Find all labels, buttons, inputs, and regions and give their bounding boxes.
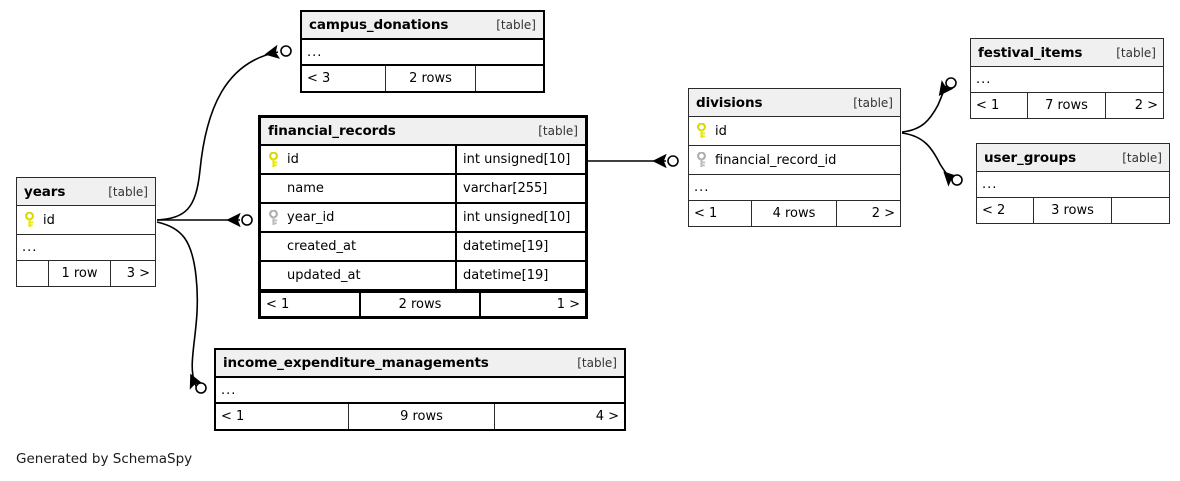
table-row[interactable]: name varchar[255] [261,175,585,204]
table-row[interactable]: id int unsigned[10] [261,146,585,175]
footer-row-count: 3 rows [1034,198,1112,223]
footer-row-count: 4 rows [752,201,837,226]
column-name: created_at [287,239,357,254]
primary-key-icon [269,151,278,167]
table-row[interactable]: id [689,117,900,146]
table-row[interactable]: year_id int unsigned[10] [261,204,585,233]
edge-endpoint-zero-divisions [667,155,679,167]
table-tag: [table] [577,356,617,370]
table-node-festival-items[interactable]: festival_items [table] ... < 1 7 rows 2 … [970,38,1164,119]
primary-key-icon [25,212,34,227]
footer-row-count: 1 row [49,261,111,286]
table-tag: [table] [538,124,578,138]
edge-divisions-user-groups [901,132,959,187]
table-more-columns-indicator: ... [977,172,1169,198]
table-row[interactable]: id [17,206,155,235]
table-footer-festival-items: < 1 7 rows 2 > [971,93,1163,118]
table-tag: [table] [853,95,893,110]
column-name: financial_record_id [715,152,837,168]
edge-endpoint-zero-user-groups [951,174,963,186]
footer-parents-count[interactable]: < 1 [971,93,1028,118]
footer-children-count[interactable]: 3 > [126,266,150,281]
table-title: financial_records [268,123,396,139]
table-footer-years: 1 row 3 > [17,261,155,286]
edge-divisions-festival-items [901,80,954,133]
table-node-campus-donations[interactable]: campus_donations [table] ... < 3 2 rows [300,10,545,93]
table-header-financial-records: financial_records [table] [261,118,585,146]
foreign-key-icon [697,152,706,167]
table-more-columns-indicator: ... [689,175,900,201]
table-footer-user-groups: < 2 3 rows [977,198,1169,223]
table-node-financial-records[interactable]: financial_records [table] id int unsigne… [258,115,588,319]
primary-key-icon [697,123,706,138]
footer-row-count: 2 rows [386,66,476,91]
edge-endpoint-zero-income-expenditure [195,382,207,394]
edge-years-income-expenditure [156,221,203,390]
footer-row-count: 9 rows [349,404,495,429]
table-title: years [24,183,66,200]
footer-parents-count[interactable]: < 1 [261,293,361,316]
table-title: divisions [696,94,763,111]
edge-endpoint-zero-financial-records [241,214,253,226]
table-footer-campus-donations: < 3 2 rows [302,66,543,91]
table-more-columns-indicator: ... [302,40,543,66]
footer-parents-count[interactable]: < 2 [977,198,1034,223]
column-name: id [715,123,727,139]
column-name: name [287,181,324,196]
table-header-user-groups: user_groups [table] [977,144,1169,172]
table-header-years: years [table] [17,178,155,206]
footer-children-count[interactable]: 4 > [595,409,619,424]
footer-children-count[interactable]: 2 > [871,206,895,221]
edge-endpoint-zero-festival-items [945,77,957,89]
table-title: income_expenditure_managements [223,355,489,371]
table-more-columns-indicator: ... [17,235,155,261]
table-header-campus-donations: campus_donations [table] [302,12,543,40]
table-row[interactable]: updated_at datetime[19] [261,262,585,291]
footer-parents-count[interactable]: < 1 [216,404,349,429]
edge-endpoint-zero-campus-donations [280,45,292,57]
table-footer-divisions: < 1 4 rows 2 > [689,201,900,226]
table-header-divisions: divisions [table] [689,89,900,117]
column-type: int unsigned[10] [455,146,585,173]
foreign-key-icon [269,209,278,225]
column-type: datetime[19] [455,233,585,260]
column-type: int unsigned[10] [455,204,585,231]
footer-parents-count[interactable] [17,261,49,286]
footer-children-count[interactable] [1112,198,1169,223]
table-more-columns-indicator: ... [216,378,624,404]
column-type: datetime[19] [455,262,585,289]
table-node-user-groups[interactable]: user_groups [table] ... < 2 3 rows [976,143,1170,224]
footer-children-count[interactable] [476,66,543,91]
table-tag: [table] [496,18,536,32]
table-tag: [table] [1116,45,1156,60]
table-row[interactable]: financial_record_id [689,146,900,175]
column-type: varchar[255] [455,175,585,202]
footer-parents-count[interactable]: < 3 [302,66,386,91]
table-title: campus_donations [309,17,449,33]
table-more-columns-indicator: ... [971,67,1163,93]
footer-children-count[interactable]: 1 > [556,297,580,312]
footer-parents-count[interactable]: < 1 [689,201,752,226]
generator-credit: Generated by SchemaSpy [16,451,193,467]
column-name: year_id [287,210,335,225]
footer-row-count: 7 rows [1028,93,1106,118]
table-header-festival-items: festival_items [table] [971,39,1163,67]
column-name: id [287,152,299,167]
table-footer-income-expenditure-managements: < 1 9 rows 4 > [216,404,624,429]
table-header-income-expenditure-managements: income_expenditure_managements [table] [216,350,624,378]
table-node-income-expenditure-managements[interactable]: income_expenditure_managements [table] .… [214,348,626,431]
table-node-divisions[interactable]: divisions [table] id [688,88,901,227]
footer-row-count: 2 rows [361,293,481,316]
table-node-years[interactable]: years [table] id ... 1 row 3 > [16,177,156,287]
column-name: updated_at [287,268,361,283]
table-title: festival_items [978,44,1083,61]
table-tag: [table] [108,184,148,199]
table-title: user_groups [984,149,1077,166]
footer-children-count[interactable]: 2 > [1134,98,1158,113]
column-name: id [43,212,55,228]
table-row[interactable]: created_at datetime[19] [261,233,585,262]
table-tag: [table] [1122,150,1162,165]
table-footer-financial-records: < 1 2 rows 1 > [261,291,585,316]
